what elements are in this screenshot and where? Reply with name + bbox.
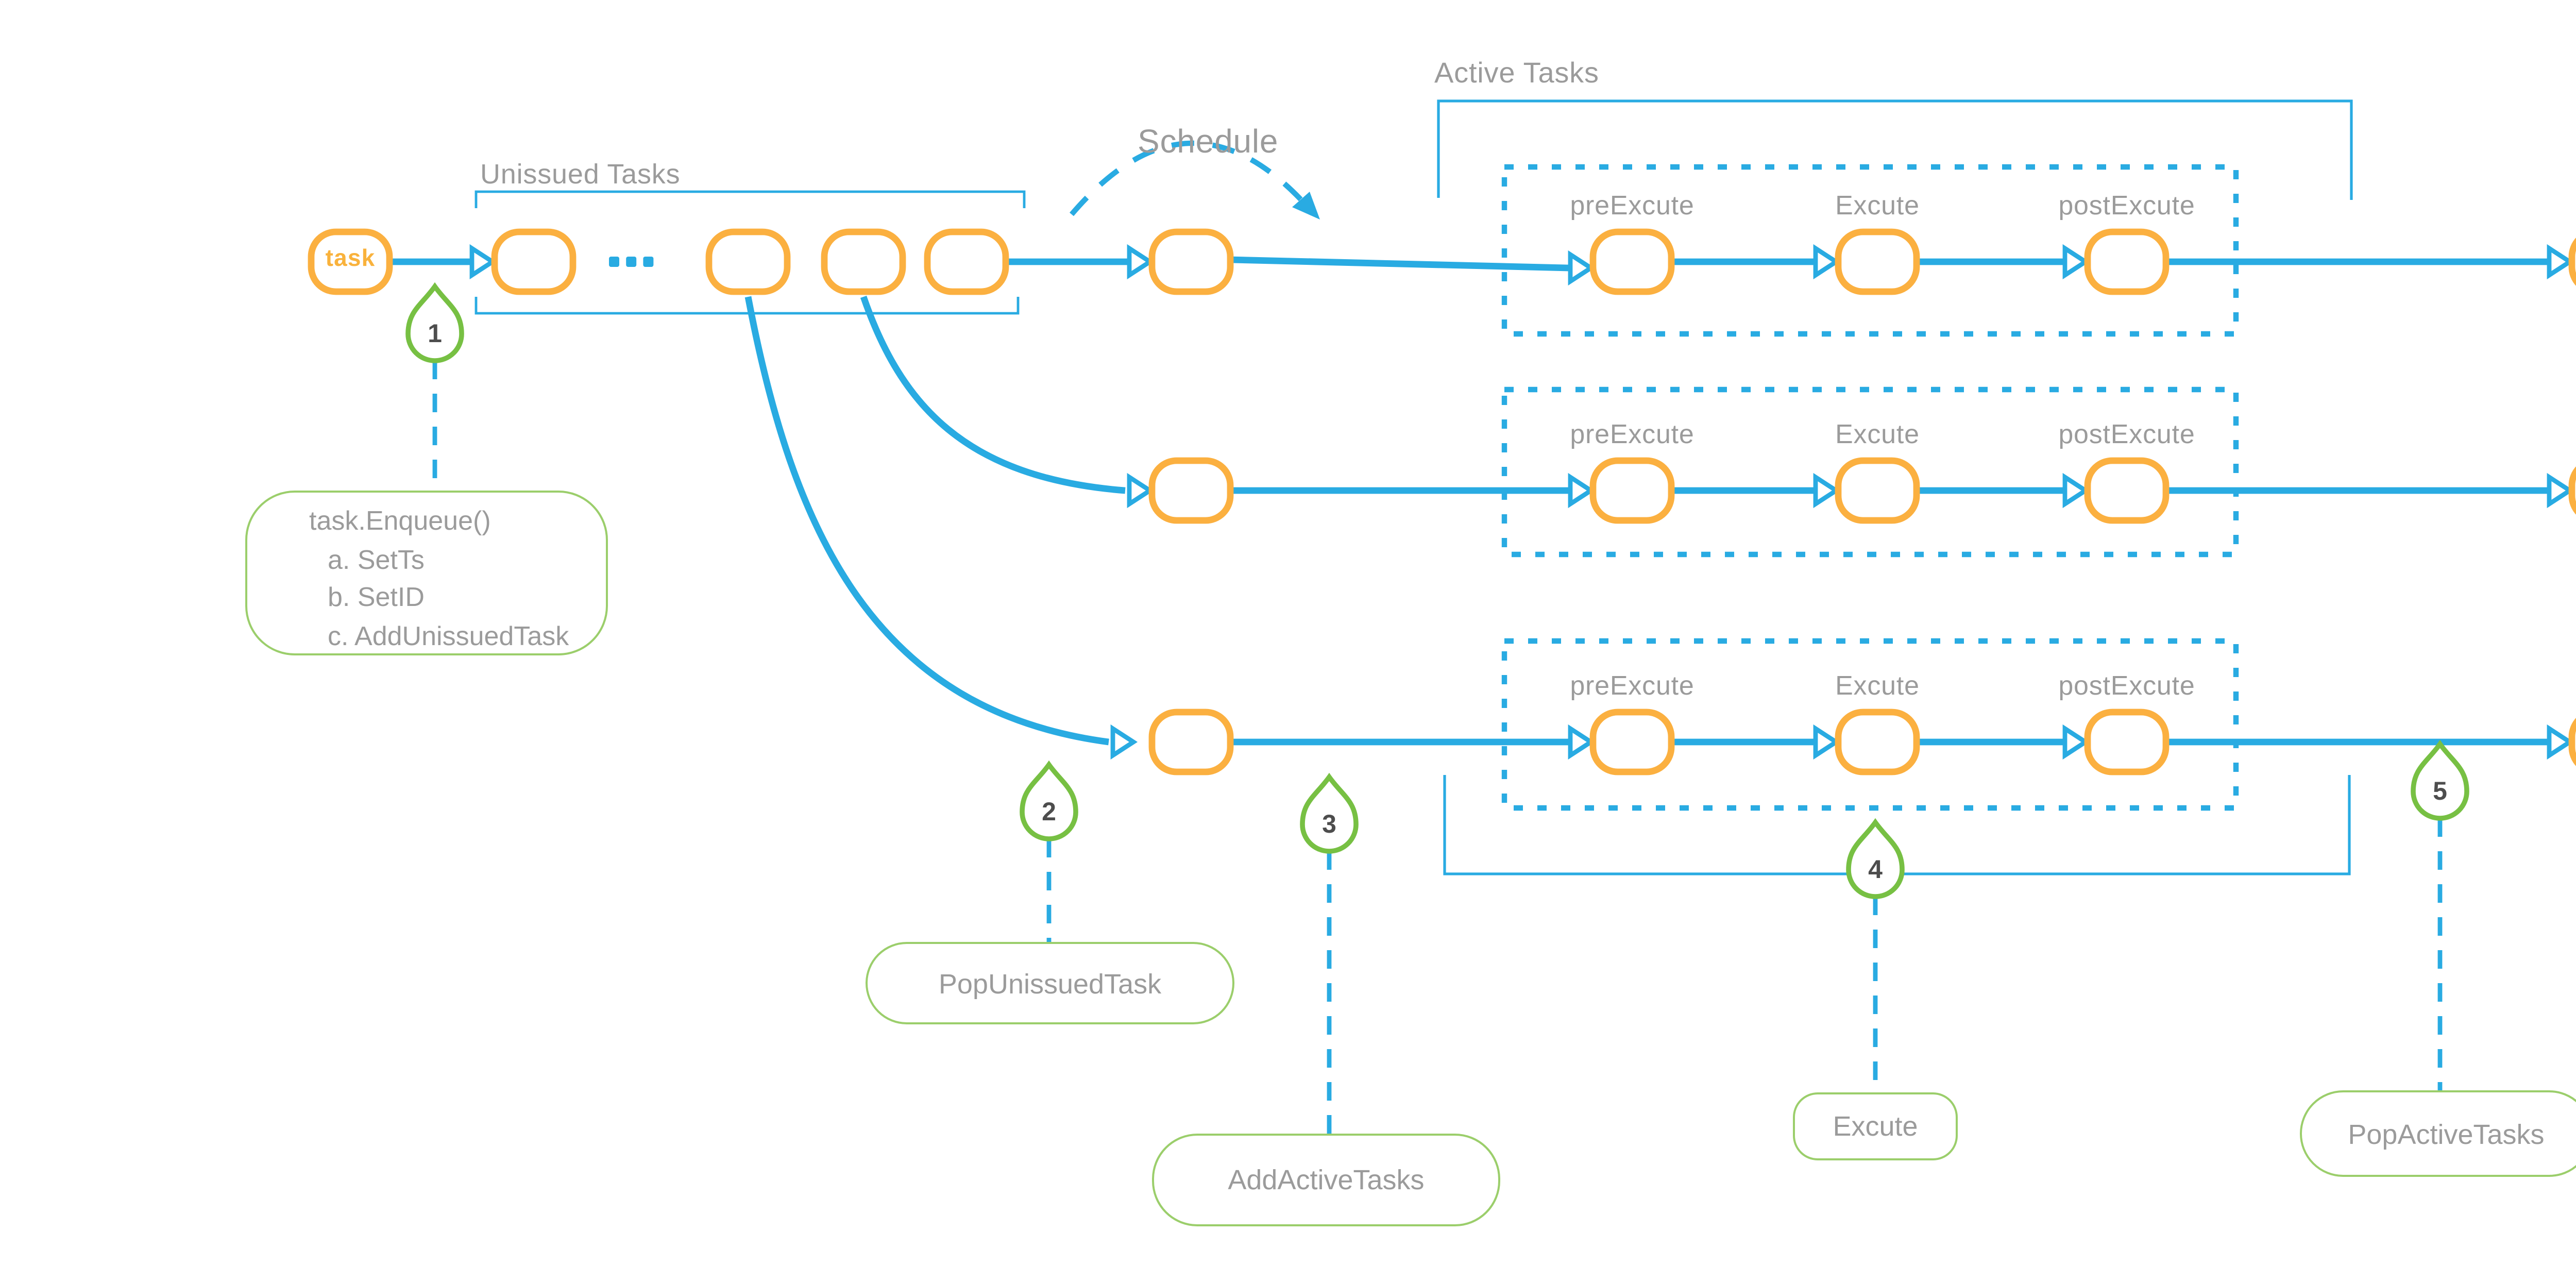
marker-4-teardrop (1846, 818, 1905, 899)
dispatch-curves (744, 295, 1126, 746)
marker-1-number: 1 (428, 319, 442, 348)
schedule-node-row2 (1148, 457, 1234, 524)
callout-pop-unissued-task: PopUnissuedTask (866, 942, 1234, 1024)
marker-5-number: 5 (2433, 777, 2447, 806)
unissued-tasks-label: Unissued Tasks (480, 159, 681, 190)
callout-label: PopActiveTasks (2348, 1118, 2545, 1149)
excute-label-row1: Excute (1835, 190, 1920, 221)
marker-2-number: 2 (1042, 798, 1056, 826)
pipeline-box-row3 (1501, 638, 2239, 811)
task-source-node (308, 228, 393, 295)
pre-excute-label-row3: preExcute (1570, 670, 1694, 701)
excute-label-row2: Excute (1835, 418, 1920, 449)
callout-line: c. AddUnissuedTask (328, 619, 569, 650)
post-excute-node-row2 (2084, 457, 2170, 524)
marker-2-teardrop (1020, 760, 1078, 841)
excute-node-row1 (1835, 228, 1920, 295)
callout-line: b. SetID (328, 581, 425, 612)
end-node-row3 (2568, 718, 2576, 766)
callout-label: AddActiveTasks (1228, 1165, 1425, 1195)
excute-node-row2 (1835, 457, 1920, 524)
callout-label: Excute (1833, 1111, 1918, 1142)
queue-node (491, 228, 577, 295)
excute-node-row3 (1835, 709, 1920, 775)
callout-label: PopUnissuedTask (938, 968, 1162, 999)
schedule-node-row3 (1148, 709, 1234, 775)
flow-lines-row1 (389, 256, 2547, 272)
teardrop-markers (405, 282, 2469, 899)
active-tasks-label: Active Tasks (1434, 56, 1599, 89)
queue-node (705, 228, 791, 295)
curve-to-row2 (860, 295, 1126, 494)
callout-line: task.Enqueue() (309, 505, 491, 536)
task-nodes (308, 228, 2576, 775)
callout-excute: Excute (1793, 1092, 1958, 1160)
queue-node (821, 228, 906, 295)
task-node-label: task (325, 247, 376, 272)
post-excute-label-row2: postExcute (2058, 418, 2195, 449)
curve-to-row3 (744, 296, 1109, 746)
post-excute-label-row3: postExcute (2058, 670, 2195, 701)
post-excute-node-row3 (2084, 709, 2170, 775)
callout-add-active-tasks: AddActiveTasks (1152, 1134, 1500, 1226)
queue-ellipsis-dots (609, 257, 654, 267)
pre-excute-label-row2: preExcute (1570, 418, 1694, 449)
schedule-arc-arrow (1070, 140, 1320, 220)
end-node-row2 (2568, 466, 2576, 515)
arrowheads (469, 244, 2574, 760)
marker-3-teardrop (1300, 772, 1359, 854)
marker-4-number: 4 (1868, 855, 1883, 884)
pipeline-box-row1 (1501, 164, 2239, 337)
pre-excute-node-row2 (1589, 457, 1675, 524)
pre-excute-label-row1: preExcute (1570, 190, 1694, 221)
callout-task-enqueue: task.Enqueue() a. SetTs b. SetID c. AddU… (245, 491, 608, 655)
excute-label-row3: Excute (1835, 670, 1920, 701)
marker-3-number: 3 (1322, 810, 1336, 839)
pre-excute-node-row1 (1589, 228, 1675, 295)
marker-5-teardrop (2411, 739, 2469, 821)
pipeline-box-row2 (1501, 386, 2239, 558)
callout-pop-active-tasks: PopActiveTasks (2300, 1090, 2576, 1177)
post-excute-node-row1 (2084, 228, 2170, 295)
schedule-label: Schedule (1138, 126, 1279, 161)
schedule-node-row1 (1148, 228, 1234, 295)
pre-excute-node-row3 (1589, 709, 1675, 775)
callout-line: a. SetTs (328, 543, 425, 574)
post-excute-label-row1: postExcute (2058, 190, 2195, 221)
unissued-tasks-bracket (474, 190, 1026, 315)
end-node-row1 (2568, 238, 2576, 286)
queue-node (924, 228, 1009, 295)
pipeline-dotted-boxes (1501, 164, 2239, 811)
marker-connectors (432, 361, 2443, 1134)
marker-1-teardrop (405, 282, 464, 363)
